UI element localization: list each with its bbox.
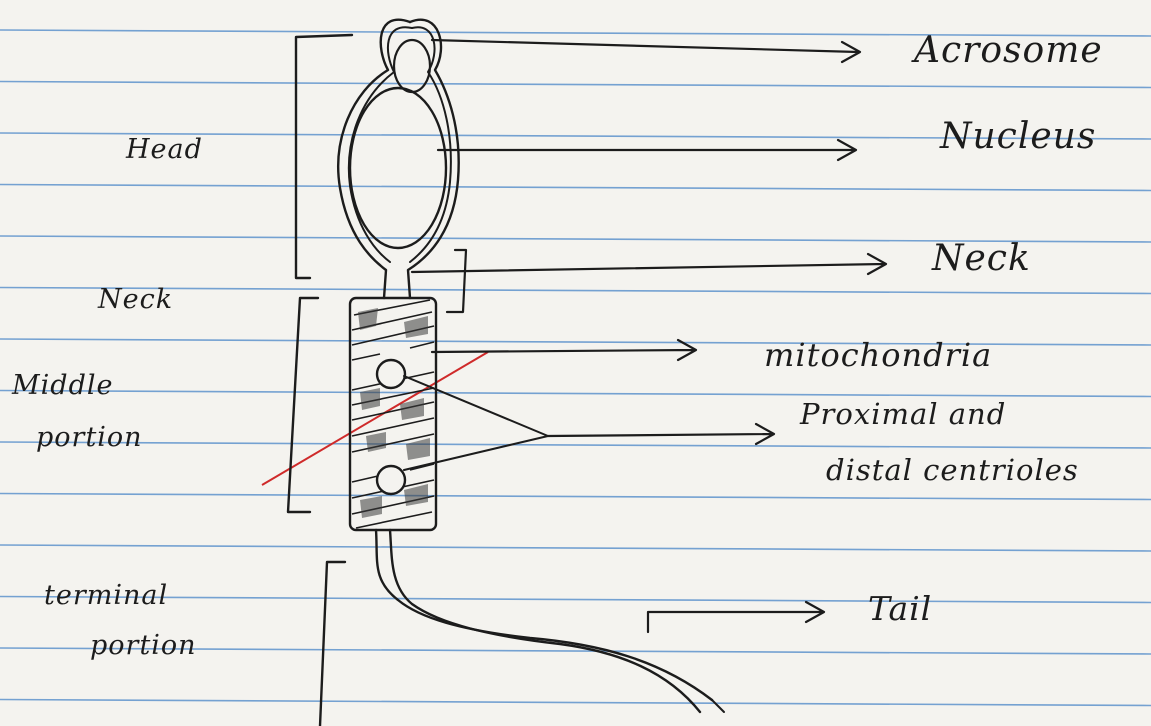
nucleus xyxy=(350,88,446,248)
tail-tip xyxy=(712,700,724,712)
mitochondria-arrow xyxy=(432,340,696,360)
label-head: Head xyxy=(125,134,203,165)
label-mitochondria: mitochondria xyxy=(764,336,992,374)
middle-bracket xyxy=(288,298,318,512)
label-distal-centrioles: distal centrioles xyxy=(826,453,1079,487)
proximal-centriole xyxy=(377,360,405,388)
label-neck-left: Neck xyxy=(97,284,173,315)
label-terminal-portion: portion xyxy=(90,630,197,661)
head-bracket xyxy=(296,35,352,278)
terminal-bracket xyxy=(320,562,345,726)
centrioles-arrow xyxy=(548,424,774,444)
acrosome-vesicle xyxy=(394,40,430,92)
tail-arrow xyxy=(648,602,824,632)
label-tail: Tail xyxy=(868,589,932,628)
label-terminal: terminal xyxy=(44,580,168,611)
nucleus-arrow xyxy=(438,140,856,160)
label-proximal-and: Proximal and xyxy=(799,397,1006,431)
distal-centriole xyxy=(377,466,405,494)
label-acrosome: Acrosome xyxy=(911,30,1103,71)
neck-bracket xyxy=(447,250,466,312)
label-neck-right: Neck xyxy=(931,238,1031,279)
label-middle: Middle xyxy=(11,370,113,401)
neck-arrow xyxy=(412,254,886,274)
head-inner-outline-left xyxy=(349,27,412,262)
label-middle-portion: portion xyxy=(36,422,143,453)
acrosome-arrow xyxy=(432,40,860,62)
label-nucleus: Nucleus xyxy=(939,116,1096,157)
tail-upper xyxy=(376,530,712,700)
